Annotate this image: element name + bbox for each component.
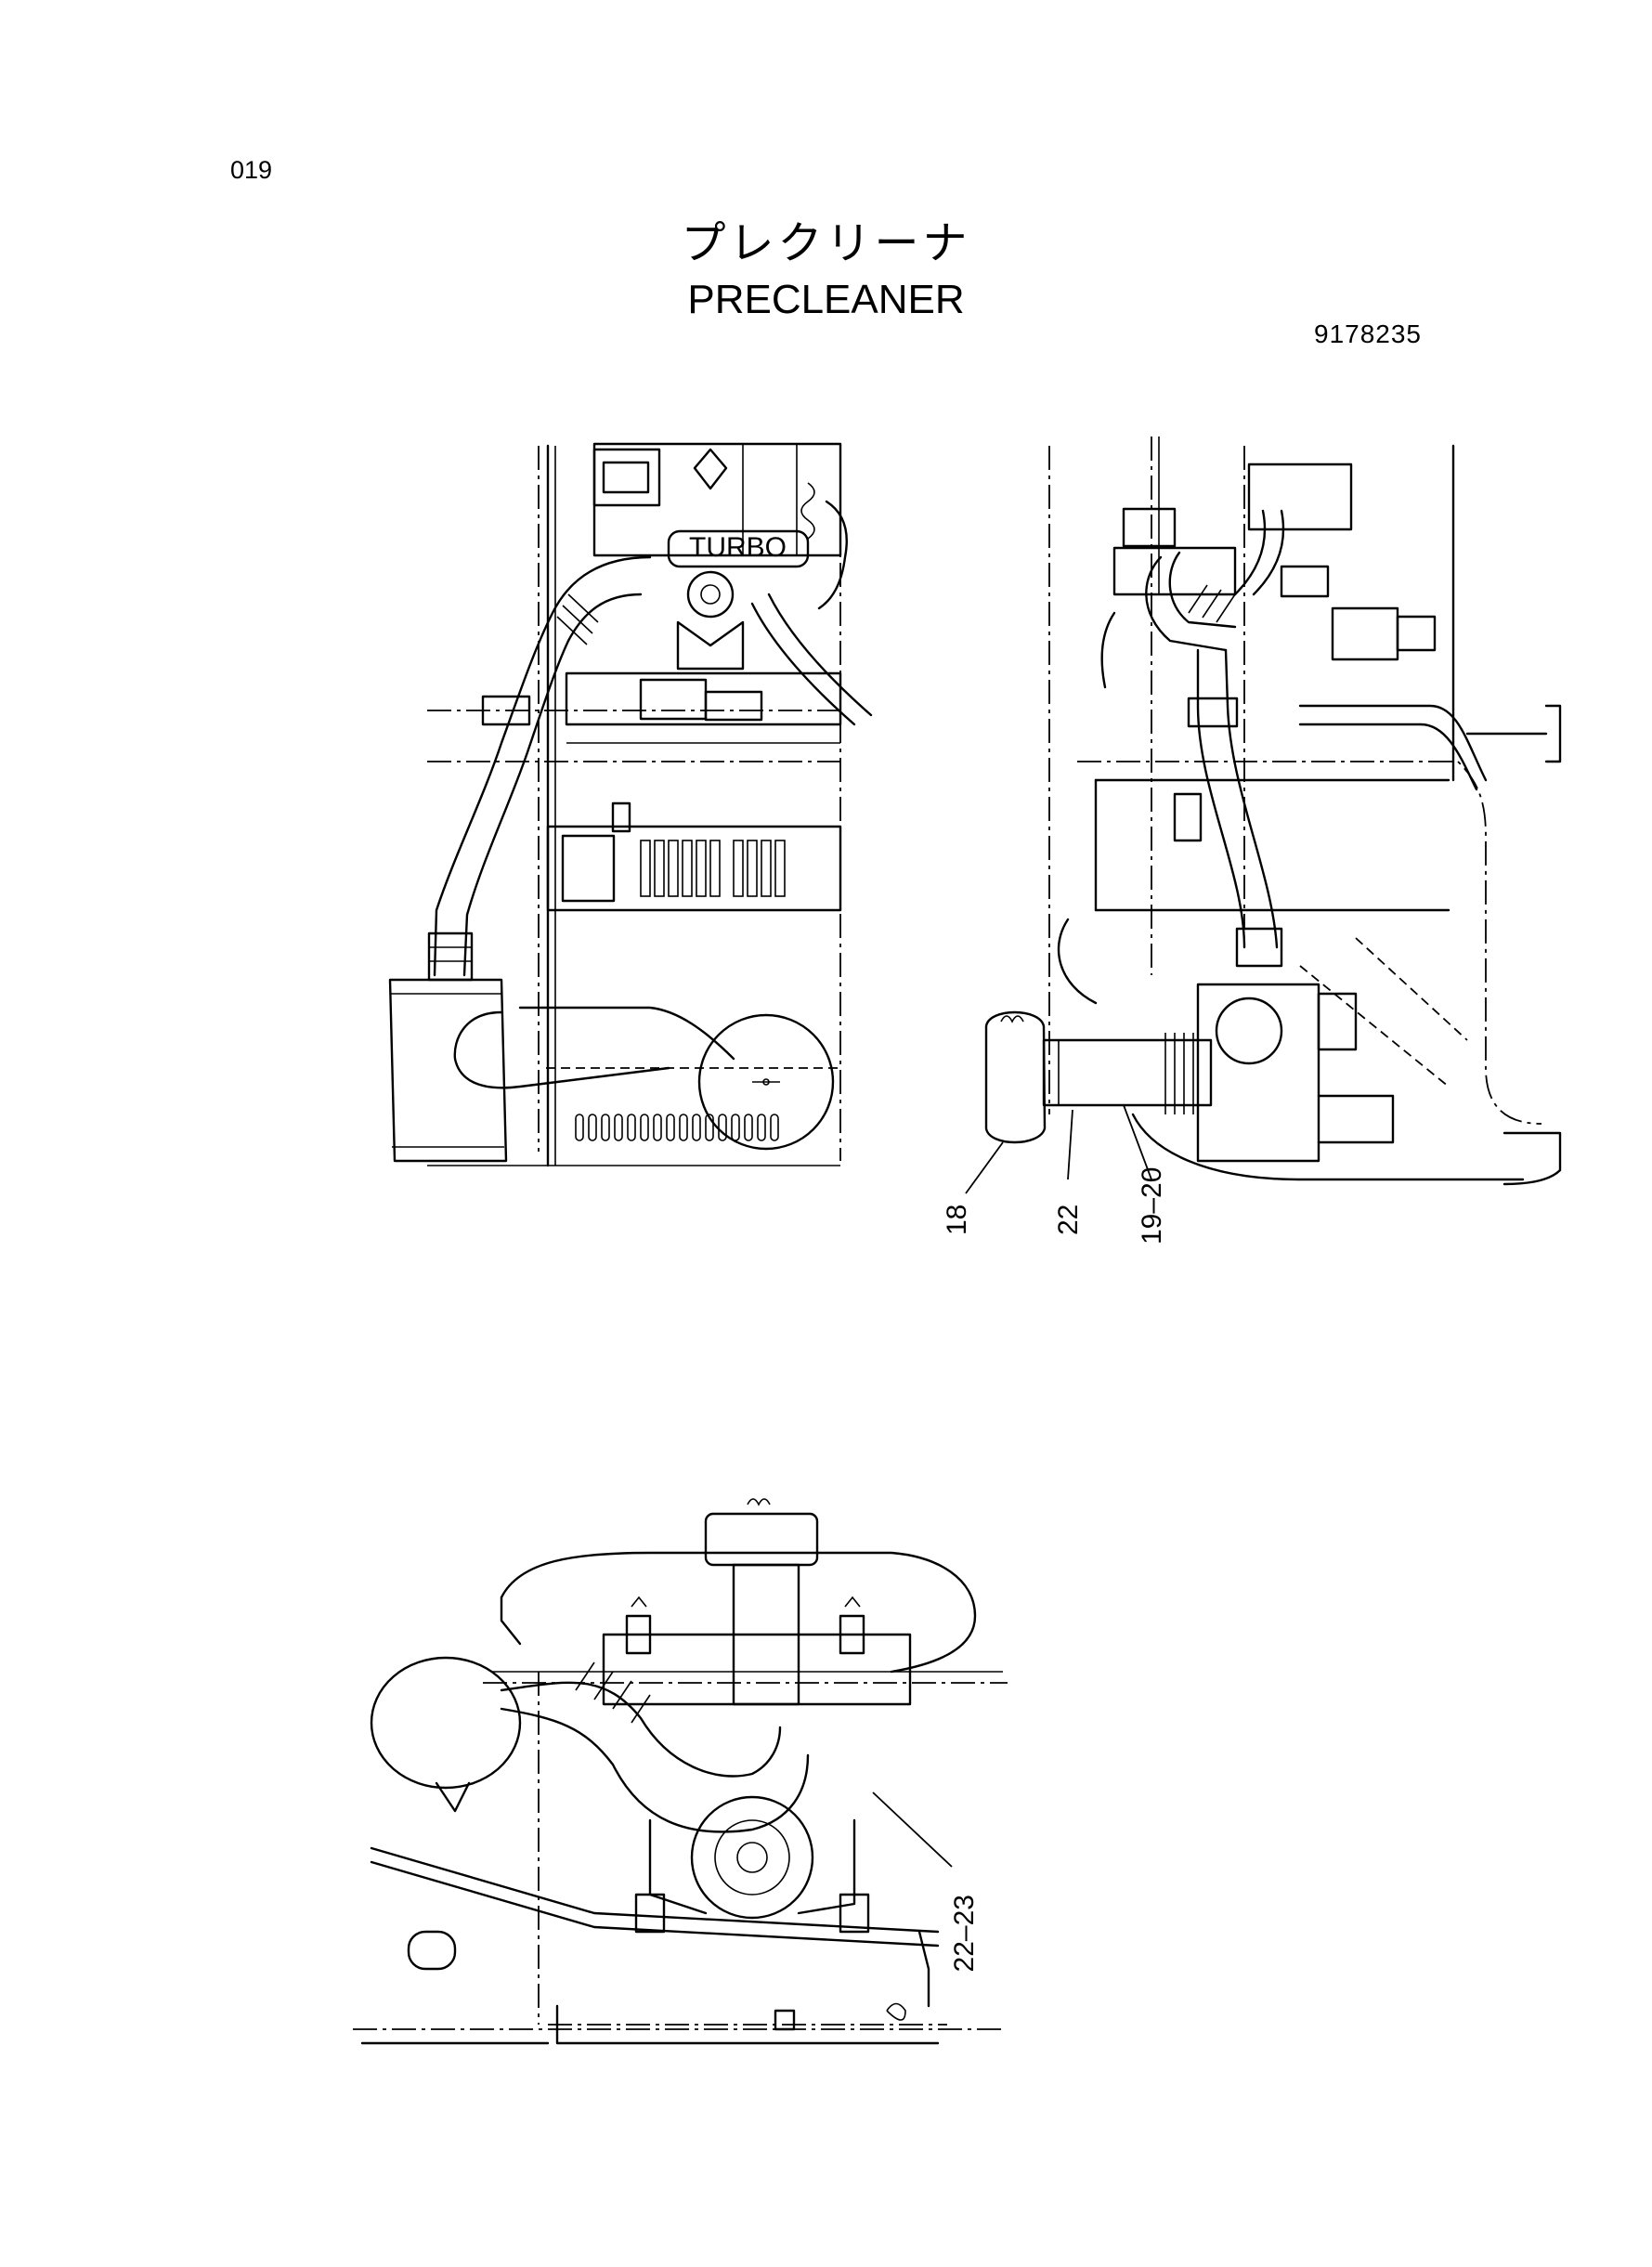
callout-22: 22 [1053, 1205, 1084, 1235]
callout-22-23: 22–23 [949, 1895, 980, 1972]
page-number: 019 [230, 156, 273, 184]
callout-18: 18 [942, 1205, 972, 1235]
page-title: PRECLEANER [687, 277, 965, 322]
callout-19-20: 19–20 [1137, 1167, 1167, 1244]
side-view-drawing [984, 436, 1562, 1186]
part-number: 9178235 [1314, 319, 1423, 348]
svg-text:TURBO: TURBO [689, 532, 787, 563]
rear-view-drawing [353, 1498, 1008, 2045]
top-view-drawing: TURBO [388, 442, 873, 1167]
side-view-callouts: 18 22 19–20 [942, 1104, 1167, 1244]
rear-view-callouts: 22–23 [872, 1791, 980, 1972]
page-title-japanese: プレクリーナ [681, 219, 971, 268]
